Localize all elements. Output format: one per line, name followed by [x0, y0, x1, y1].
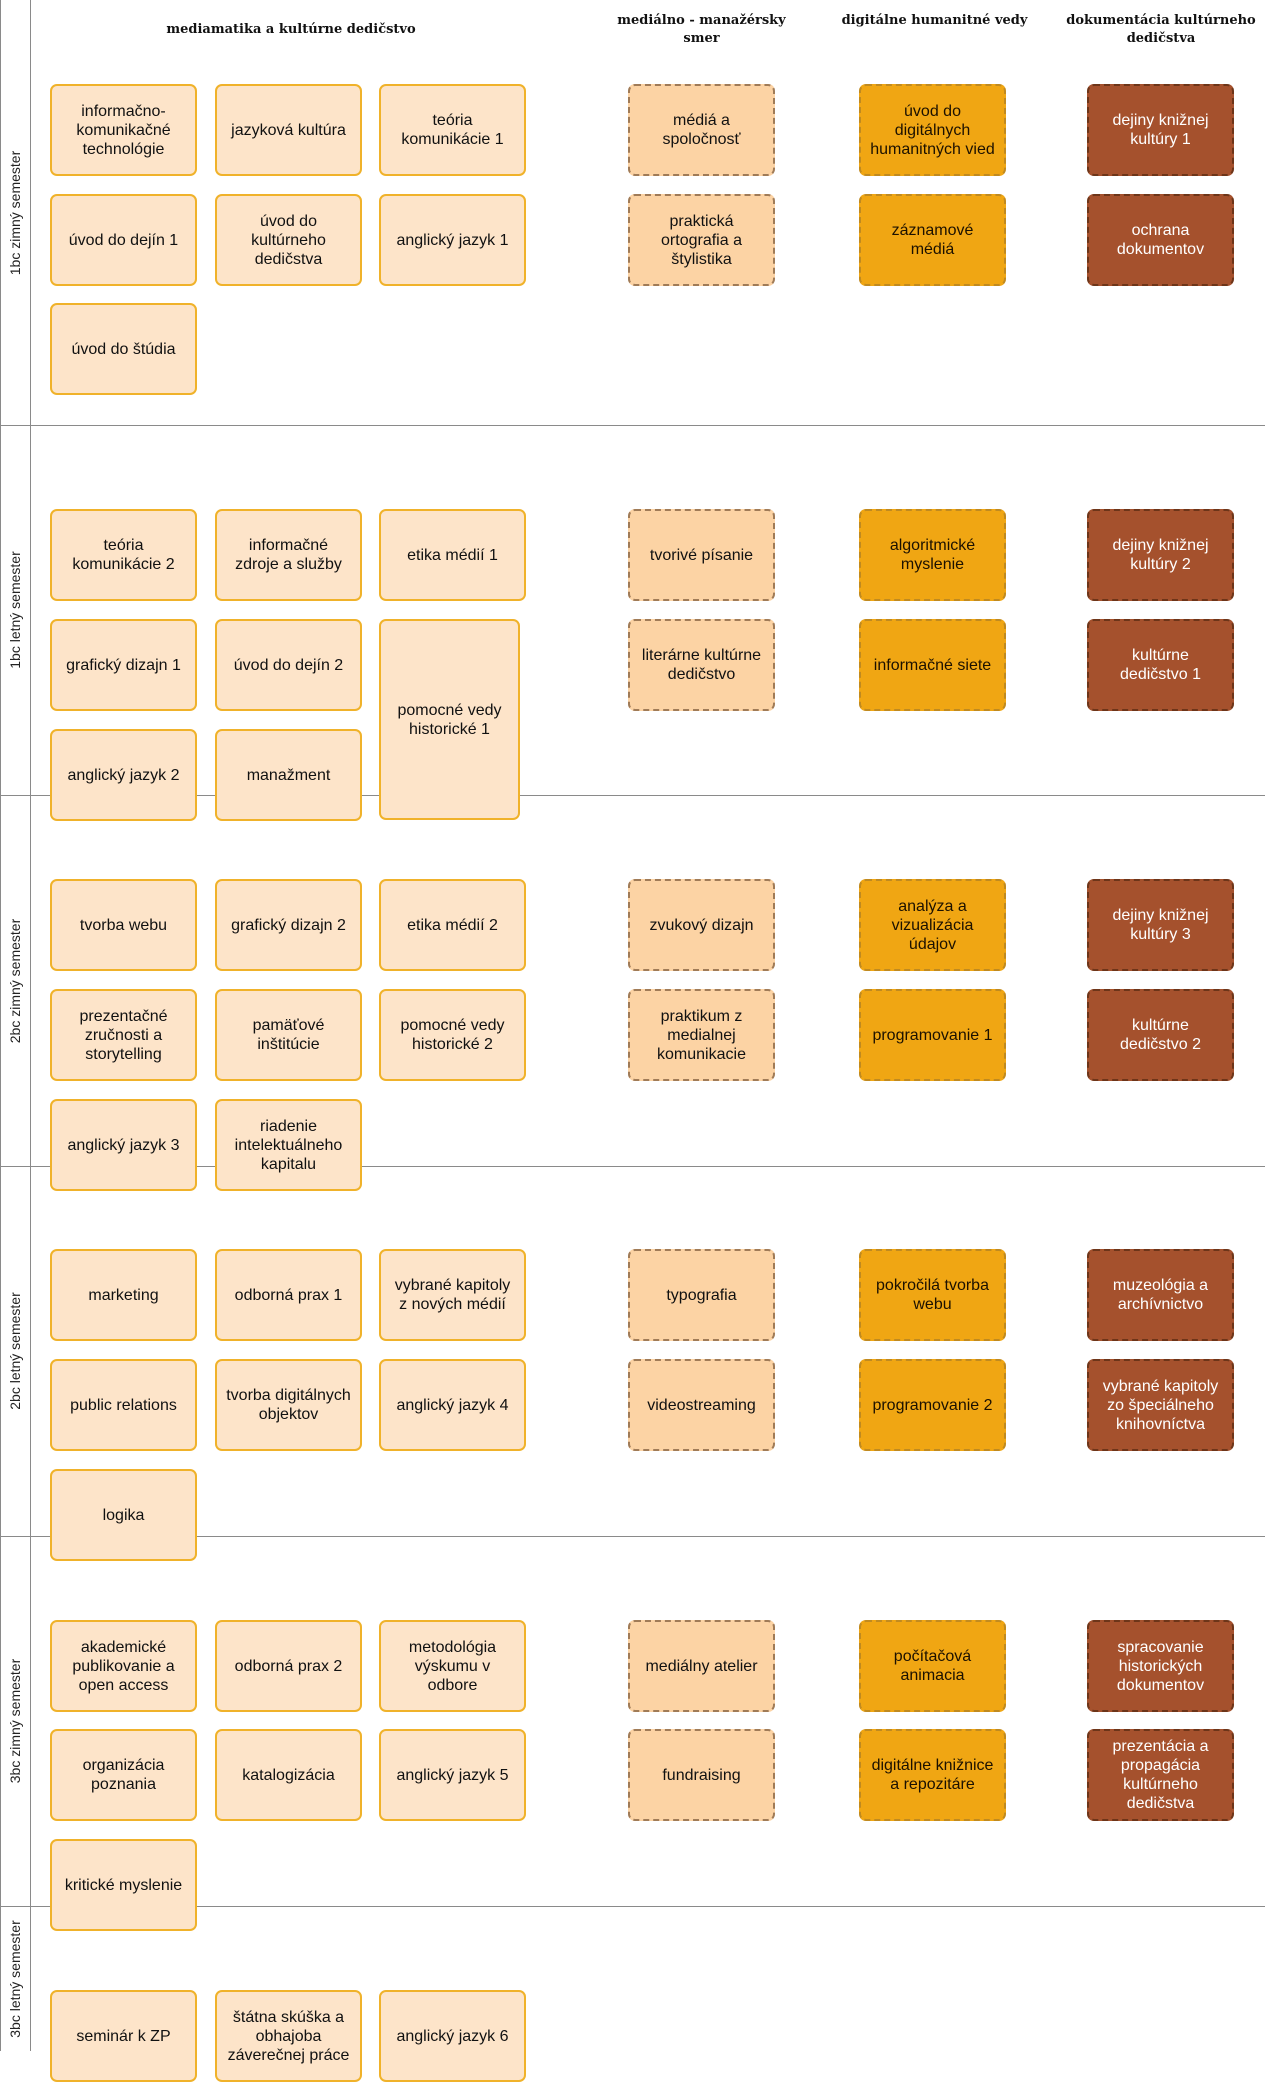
course-box-doc[interactable]: prezentácia a propagácia kultúrneho dedi…: [1087, 1729, 1234, 1821]
course-box-digital[interactable]: počítačová animacia: [859, 1620, 1006, 1712]
course-box[interactable]: pomocné vedy historické 1: [379, 619, 520, 820]
course-box-digital[interactable]: úvod do digitálnych humanitných vied: [859, 84, 1006, 176]
course-box-doc[interactable]: kultúrne dedičstvo 1: [1087, 619, 1234, 711]
semester-separator: [0, 795, 1265, 796]
semester-label: 2bc letný semester: [0, 1166, 30, 1536]
row-label-divider: [30, 0, 31, 2051]
column-header-doc: dokumentácia kultúrneho dedičstva: [1066, 13, 1256, 46]
semester-label-text: 1bc letný semester: [7, 551, 23, 669]
semester-label-text: 1bc zimný semester: [7, 150, 24, 275]
course-box[interactable]: marketing: [50, 1249, 197, 1341]
course-box[interactable]: vybrané kapitoly z nových médií: [379, 1249, 526, 1341]
semester-label: 1bc letný semester: [0, 425, 30, 795]
course-box[interactable]: úvod do dejín 2: [215, 619, 362, 711]
semester-label-text: 2bc zimný semester: [7, 918, 24, 1043]
column-header-digital: digitálne humanitné vedy: [841, 13, 1028, 28]
semester-label-text: 3bc letný semester: [7, 1919, 23, 2038]
course-box[interactable]: anglický jazyk 6: [379, 1990, 526, 2082]
course-box[interactable]: odborná prax 2: [215, 1620, 362, 1712]
course-box-media[interactable]: typografia: [628, 1249, 775, 1341]
course-box-media[interactable]: literárne kultúrne dedičstvo: [628, 619, 775, 711]
course-box-media[interactable]: médiá a spoločnosť: [628, 84, 775, 176]
course-box[interactable]: odborná prax 1: [215, 1249, 362, 1341]
course-box[interactable]: riadenie intelektuálneho kapitalu: [215, 1099, 362, 1191]
semester-label: 3bc zimný semester: [0, 1536, 30, 1906]
course-box[interactable]: grafický dizajn 2: [215, 879, 362, 971]
course-box[interactable]: logika: [50, 1469, 197, 1561]
course-box-media[interactable]: praktikum z medialnej komunikacie: [628, 989, 775, 1081]
semester-label-text: 3bc zimný semester: [7, 1658, 24, 1784]
course-box-digital[interactable]: informačné siete: [859, 619, 1006, 711]
course-box-doc[interactable]: dejiny knižnej kultúry 2: [1087, 509, 1234, 601]
course-box[interactable]: prezentačné zručnosti a storytelling: [50, 989, 197, 1081]
course-box-digital[interactable]: záznamové médiá: [859, 194, 1006, 286]
course-box[interactable]: úvod do kultúrneho dedičstva: [215, 194, 362, 286]
course-box-doc[interactable]: vybrané kapitoly zo špeciálneho knihovní…: [1087, 1359, 1234, 1451]
course-box[interactable]: etika médií 1: [379, 509, 526, 601]
course-box[interactable]: anglický jazyk 4: [379, 1359, 526, 1451]
course-box[interactable]: anglický jazyk 5: [379, 1729, 526, 1821]
course-box[interactable]: tvorba digitálnych objektov: [215, 1359, 362, 1451]
course-box-digital[interactable]: digitálne knižnice a repozitáre: [859, 1729, 1006, 1821]
semester-label: 1bc zimný semester: [0, 0, 30, 425]
course-box[interactable]: kritické myslenie: [50, 1839, 197, 1931]
course-box-media[interactable]: videostreaming: [628, 1359, 775, 1451]
course-box[interactable]: grafický dizajn 1: [50, 619, 197, 711]
course-box[interactable]: teória komunikácie 2: [50, 509, 197, 601]
course-box-doc[interactable]: muzeológia a archívnictvo: [1087, 1249, 1234, 1341]
course-box[interactable]: informačné zdroje a služby: [215, 509, 362, 601]
course-box[interactable]: informačno-komunikačné technológie: [50, 84, 197, 176]
course-box[interactable]: public relations: [50, 1359, 197, 1451]
course-box[interactable]: teória komunikácie 1: [379, 84, 526, 176]
course-box-doc[interactable]: kultúrne dedičstvo 2: [1087, 989, 1234, 1081]
course-box-doc[interactable]: dejiny knižnej kultúry 3: [1087, 879, 1234, 971]
course-box[interactable]: anglický jazyk 1: [379, 194, 526, 286]
course-box-digital[interactable]: programovanie 1: [859, 989, 1006, 1081]
column-header-main: mediamatika a kultúrne dedičstvo: [166, 22, 416, 37]
left-border: [0, 0, 1, 2051]
course-box-media[interactable]: mediálny atelier: [628, 1620, 775, 1712]
semester-separator: [0, 425, 1265, 426]
column-header-media: mediálno - manažérsky smer: [617, 13, 786, 46]
semester-separator: [0, 1536, 1265, 1537]
course-box-doc[interactable]: spracovanie historických dokumentov: [1087, 1620, 1234, 1712]
course-box[interactable]: seminár k ZP: [50, 1990, 197, 2082]
course-box[interactable]: anglický jazyk 2: [50, 729, 197, 821]
course-box[interactable]: pamäťové inštitúcie: [215, 989, 362, 1081]
course-box-doc[interactable]: ochrana dokumentov: [1087, 194, 1234, 286]
course-box-digital[interactable]: algoritmické myslenie: [859, 509, 1006, 601]
course-box[interactable]: katalogizácia: [215, 1729, 362, 1821]
course-box-doc[interactable]: dejiny knižnej kultúry 1: [1087, 84, 1234, 176]
course-box[interactable]: úvod do štúdia: [50, 303, 197, 395]
course-box-media[interactable]: zvukový dizajn: [628, 879, 775, 971]
course-box[interactable]: jazyková kultúra: [215, 84, 362, 176]
course-box[interactable]: etika médií 2: [379, 879, 526, 971]
semester-label-text: 2bc letný semester: [7, 1292, 23, 1410]
course-box-digital[interactable]: programovanie 2: [859, 1359, 1006, 1451]
course-box[interactable]: štátna skúška a obhajoba záverečnej prác…: [215, 1990, 362, 2082]
course-box-media[interactable]: praktická ortografia a štylistika: [628, 194, 775, 286]
course-box[interactable]: anglický jazyk 3: [50, 1099, 197, 1191]
course-box[interactable]: pomocné vedy historické 2: [379, 989, 526, 1081]
course-box-media[interactable]: tvorivé písanie: [628, 509, 775, 601]
semester-separator: [0, 1166, 1265, 1167]
course-box[interactable]: tvorba webu: [50, 879, 197, 971]
course-box[interactable]: manažment: [215, 729, 362, 821]
course-box-digital[interactable]: pokročilá tvorba webu: [859, 1249, 1006, 1341]
semester-label: 2bc zimný semester: [0, 795, 30, 1166]
semester-separator: [0, 1906, 1265, 1907]
semester-label: 3bc letný semester: [0, 1906, 30, 2051]
course-box[interactable]: metodológia výskumu v odbore: [379, 1620, 526, 1712]
course-box-media[interactable]: fundraising: [628, 1729, 775, 1821]
course-box-digital[interactable]: analýza a vizualizácia údajov: [859, 879, 1006, 971]
course-box[interactable]: úvod do dejín 1: [50, 194, 197, 286]
course-box[interactable]: organizácia poznania: [50, 1729, 197, 1821]
course-box[interactable]: akademické publikovanie a open access: [50, 1620, 197, 1712]
